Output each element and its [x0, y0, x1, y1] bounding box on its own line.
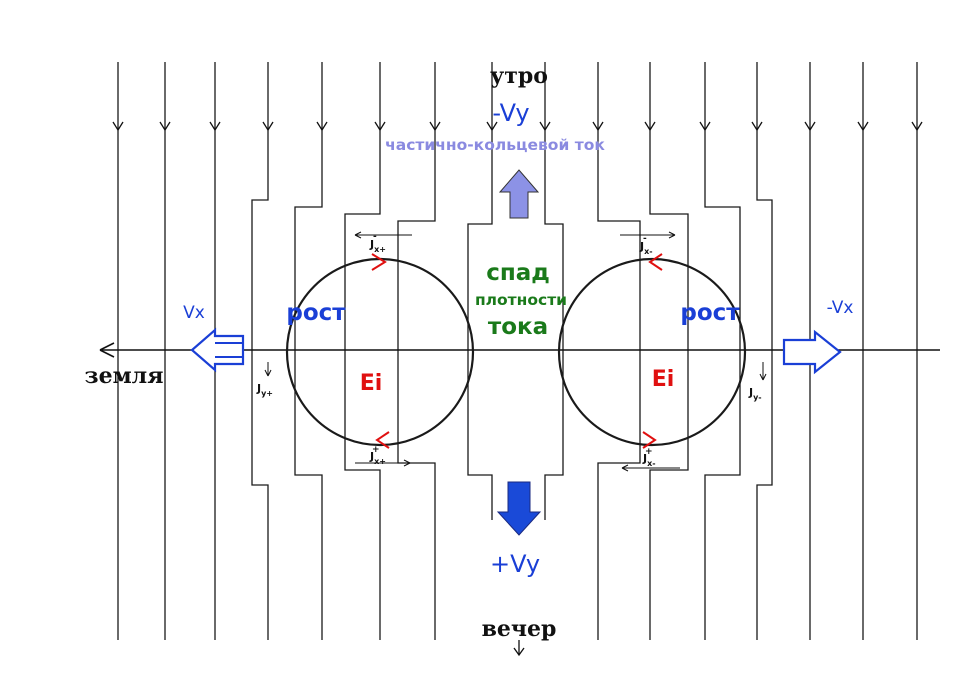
jy-left-label: Jy+	[256, 382, 273, 398]
right-current-loop	[557, 257, 747, 447]
jx-top-right-sign: -	[643, 234, 647, 244]
jx-bottom-right-sign: +	[645, 447, 653, 457]
bottom-direction-label: вечер	[482, 616, 557, 642]
current-density-arrows	[264, 231, 767, 472]
loop-direction-markers	[371, 253, 663, 449]
jx-bottom-left-label: Jx+	[369, 450, 386, 466]
left-velocity-label: Vx	[183, 303, 205, 323]
jx-top-left-label: Jx+	[369, 238, 386, 254]
left-field-label: Ei	[360, 371, 383, 396]
center-label-line3: тока	[488, 314, 548, 340]
top-direction-label: утро	[490, 63, 548, 89]
jx-top-right-label: Jx-	[639, 240, 653, 256]
jx-bottom-right-label: Jx-	[642, 452, 656, 468]
right-block-arrow	[782, 329, 842, 375]
left-current-loop	[285, 257, 475, 447]
left-growth-label: рост	[286, 300, 346, 326]
right-growth-label: рост	[680, 300, 740, 326]
jy-right-label: Jy-	[748, 386, 762, 402]
down-block-arrow	[496, 481, 542, 536]
field-line	[597, 62, 641, 640]
left-block-arrow	[190, 327, 245, 373]
bottom-velocity-label: +Vy	[490, 550, 540, 578]
field-line	[704, 62, 741, 640]
field-line	[294, 62, 323, 640]
jx-bottom-left-sign: +	[372, 445, 380, 455]
earth-label: земля	[85, 363, 164, 389]
jx-top-left-sign: -	[373, 232, 377, 242]
center-label-line2: плотности	[475, 291, 567, 309]
ring-current-label: частично-кольцевой ток	[385, 136, 605, 154]
field-line	[344, 62, 381, 640]
top-velocity-label: -Vy	[492, 99, 529, 127]
field-line	[756, 62, 773, 640]
field-line	[397, 62, 436, 640]
center-label-line1: спад	[486, 260, 550, 286]
right-field-label: Ei	[652, 367, 675, 392]
up-block-arrow	[498, 169, 540, 219]
field-lines	[112, 62, 923, 657]
field-line	[251, 62, 269, 640]
right-velocity-label: -Vx	[827, 298, 854, 318]
field-line	[649, 62, 689, 640]
